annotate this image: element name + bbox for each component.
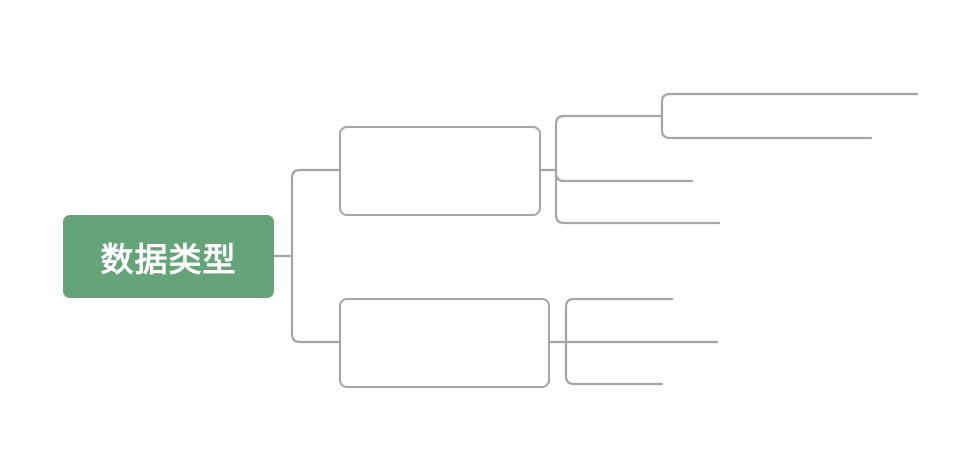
- branch-2-to-child-3: [564, 340, 664, 386]
- root-to-branch-1: [290, 168, 341, 258]
- branch-1-to-child-1: [554, 114, 664, 172]
- branch-1-to-child-3: [554, 168, 721, 225]
- root-node-label: 数据类型: [100, 239, 237, 279]
- branch-2-to-child-1: [564, 297, 674, 344]
- branch-1-to-child-2: [554, 168, 694, 183]
- branch-node-2[interactable]: [339, 298, 550, 388]
- branch-node-1[interactable]: [339, 126, 541, 216]
- root-node[interactable]: 数据类型: [63, 215, 274, 298]
- child-1-to-grandchild-2: [660, 114, 873, 140]
- root-to-branch-2: [290, 254, 341, 344]
- child-1-to-grandchild-1: [660, 92, 919, 118]
